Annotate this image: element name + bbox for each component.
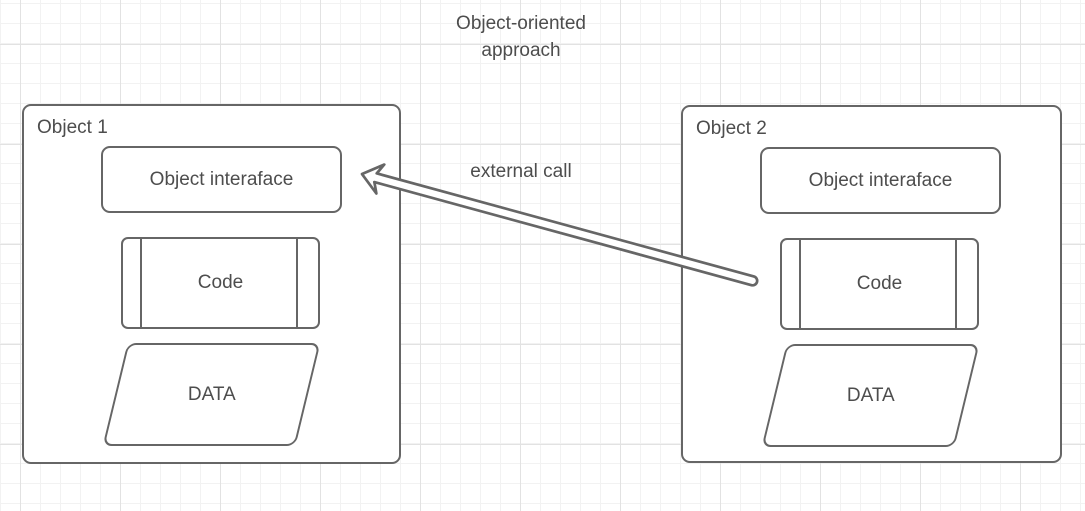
- object-2-interface-shape[interactable]: Object interaface: [760, 147, 1001, 214]
- external-call-arrow[interactable]: [358, 160, 761, 297]
- process-bar-right: [955, 240, 958, 328]
- object-2-data-shape[interactable]: DATA: [761, 344, 980, 447]
- object-1-label: Object 1: [37, 117, 108, 138]
- diagram-title[interactable]: Object-oriented approach: [411, 10, 631, 64]
- object-2-data-label: DATA: [846, 384, 895, 406]
- process-bar-left: [799, 240, 801, 328]
- process-bar-left: [140, 239, 142, 327]
- external-call-label[interactable]: external call: [470, 161, 572, 182]
- object-1-interface-shape[interactable]: Object interaface: [101, 146, 342, 213]
- object-2-code-shape[interactable]: Code: [780, 238, 979, 330]
- diagram-title-line1: Object-oriented: [456, 13, 586, 34]
- object-1-data-shape[interactable]: DATA: [102, 343, 321, 446]
- object-2-container[interactable]: Object 2 Object interaface Code DATA: [681, 105, 1062, 463]
- object-1-container[interactable]: Object 1 Object interaface Code DATA: [22, 104, 401, 464]
- object-2-label: Object 2: [696, 118, 767, 139]
- object-1-interface-label: Object interaface: [149, 168, 294, 190]
- diagram-title-line2: approach: [481, 40, 561, 61]
- process-bar-right: [296, 239, 299, 327]
- object-1-code-shape[interactable]: Code: [121, 237, 320, 329]
- object-2-code-label: Code: [856, 273, 903, 294]
- object-1-code-label: Code: [197, 272, 244, 293]
- object-2-interface-label: Object interaface: [808, 169, 953, 191]
- object-1-data-label: DATA: [187, 383, 236, 405]
